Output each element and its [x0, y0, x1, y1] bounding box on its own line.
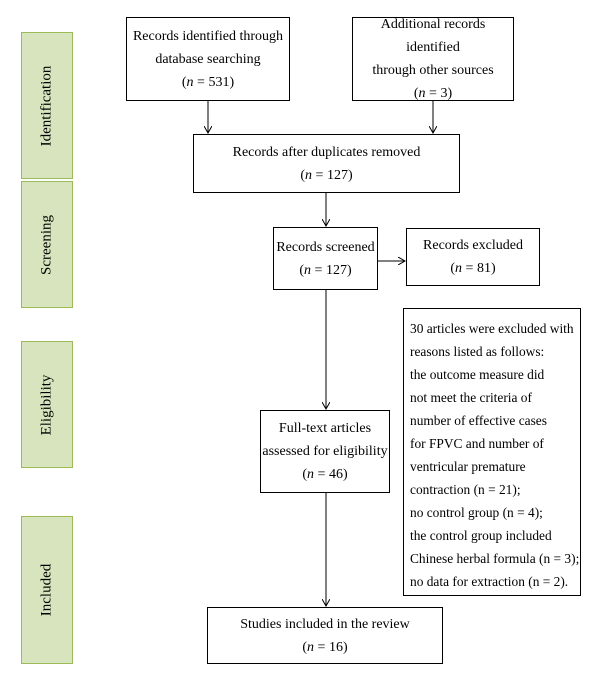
exclusion-line: 30 articles were excluded with: [410, 321, 574, 336]
box-records-excluded: Records excluded (n = 81): [406, 228, 540, 286]
box-exclusion-reasons: 30 articles were excluded with reasons l…: [403, 308, 581, 596]
box-full-text: Full-text articles assessed for eligibil…: [260, 410, 390, 493]
exclusion-line: contraction (n = 21);: [410, 482, 521, 497]
database-line1: Records identified through: [132, 28, 284, 44]
stage-screening: Screening: [21, 181, 73, 308]
exclusion-line: no control group (n = 4);: [410, 505, 543, 520]
exclusion-line: Chinese herbal formula (n = 3);: [410, 551, 580, 566]
exclusion-line: not meet the criteria of: [410, 390, 532, 405]
after-duplicates-count: (n = 127): [300, 167, 353, 183]
other-sources-line1: Additional records identified: [380, 17, 486, 55]
exclusion-line: no data for extraction (n = 2).: [410, 574, 569, 589]
stage-identification: Identification: [21, 32, 73, 179]
full-text-line2: assessed for eligibility: [262, 444, 388, 459]
other-sources-line2: through other sources: [372, 63, 494, 78]
screened-count: (n = 127): [299, 262, 352, 278]
full-text-count: (n = 46): [302, 467, 348, 482]
exclusion-line: reasons listed as follows:: [410, 344, 545, 359]
stage-eligibility: Eligibility: [21, 341, 73, 468]
included-line1: Studies included in the review: [240, 616, 410, 632]
exclusion-line: the control group included: [410, 528, 552, 543]
other-sources-count: (n = 3): [413, 86, 453, 101]
box-records-screened: Records screened (n = 127): [273, 227, 378, 290]
box-after-duplicates: Records after duplicates removed (n = 12…: [193, 134, 460, 193]
exclusion-line: the outcome measure did: [410, 367, 545, 382]
box-studies-included: Studies included in the review (n = 16): [207, 607, 443, 664]
stage-included: Included: [21, 516, 73, 664]
exclusion-line: ventricular premature: [410, 459, 526, 474]
screened-line1: Records screened: [276, 239, 375, 255]
included-count: (n = 16): [302, 639, 348, 655]
database-line2: database searching: [155, 51, 261, 67]
box-database-records: Records identified through database sear…: [126, 17, 290, 101]
after-duplicates-line1: Records after duplicates removed: [232, 144, 421, 160]
exclusion-line: number of effective cases: [410, 413, 547, 428]
full-text-line1: Full-text articles: [278, 421, 372, 436]
exclusion-line: for FPVC and number of: [410, 436, 544, 451]
box-other-sources: Additional records identified through ot…: [352, 17, 514, 101]
excluded-line1: Records excluded: [423, 238, 523, 253]
database-count: (n = 531): [181, 74, 235, 90]
excluded-count: (n = 81): [450, 261, 496, 276]
